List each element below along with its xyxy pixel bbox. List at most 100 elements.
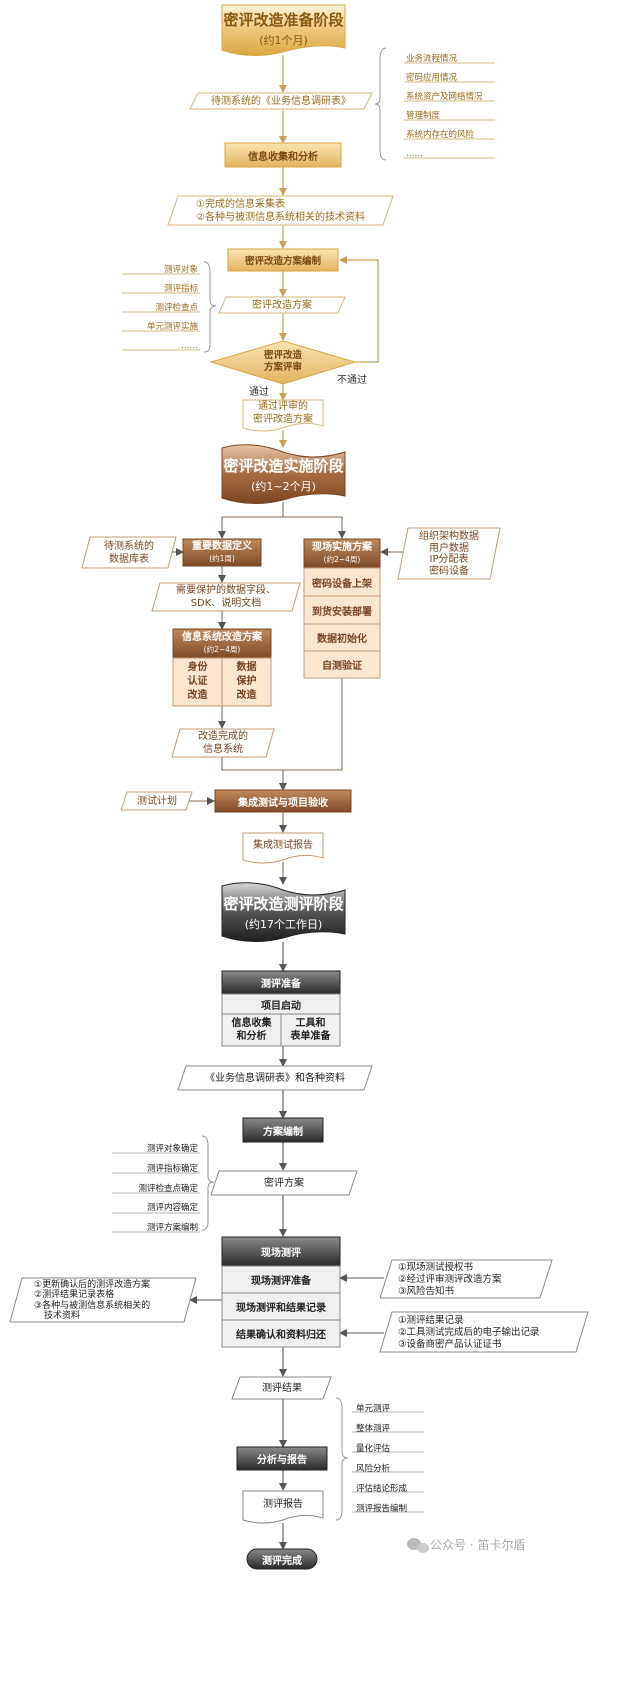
eval-report: 测评报告 [263, 1498, 303, 1510]
site-step: 密码设备上架 [312, 578, 372, 590]
db-doc: 待测系统的 数据库表 [86, 538, 172, 568]
passed-doc-1: 通过评审的 [258, 401, 308, 412]
scheme-doc: 密评方案 [264, 1177, 304, 1189]
phase2-banner [221, 444, 346, 504]
survey-item: 业务流程情况 [406, 54, 458, 64]
site-step: 自测验证 [322, 661, 362, 672]
materials-doc: 《业务信息调研表》和各种资料 [205, 1072, 345, 1084]
plan-box [227, 248, 339, 272]
collect-outputs: ①完成的信息采集表 ②各种与被测信息系统相关的技术资料 [172, 196, 390, 225]
right-in-1-item: ①现场测试授权书 [398, 1261, 474, 1273]
left-out-item: ②测评结果记录表格 [34, 1290, 115, 1300]
analysis-label: 分析与报告 [257, 1455, 307, 1466]
phase3-duration: (约17个工作日) [244, 917, 323, 931]
it-plan-box [172, 628, 272, 659]
info-line: 和分析 [236, 1031, 267, 1042]
test-plan-shape [120, 791, 193, 811]
org-data-item: IP分配表 [429, 554, 469, 565]
site-plan-dur: (约2~4周) [323, 554, 361, 564]
analysis-items: 单元测评 整体测评 量化评估 风险分析 评估结论形成 测评报告编制 [356, 1399, 407, 1519]
scheme-label: 方案编制 [263, 1126, 303, 1138]
done-label: 测评完成 [262, 1555, 302, 1567]
plan-item: …… [181, 341, 198, 351]
onsite-step: 结果确认和资料归还 [236, 1330, 326, 1341]
survey-doc-shape [189, 92, 373, 110]
watermark: 公众号 · 笛卡尔盾 [430, 1538, 526, 1552]
scheme-items: 测评对象确定 测评指标确定 测评检查点确定 测评内容确定 测评方案编制 [112, 1140, 198, 1239]
scheme-box [242, 1117, 324, 1143]
survey-item: 密码应用情况 [406, 73, 458, 83]
review-label: 密评改造 方案评审 [240, 347, 326, 377]
review-label-2: 方案评审 [263, 362, 302, 373]
data-fields-1: 需要保护的数据字段、 [176, 585, 276, 596]
data-def-title: 重要数据定义 [192, 540, 252, 552]
analysis-item: 单元测评 [356, 1404, 391, 1414]
phase2-title-block: 密评改造实施阶段 (约1~2个月) [222, 454, 345, 494]
review-diamond [209, 340, 357, 385]
modified-doc: 改造完成的 信息系统 [176, 729, 270, 757]
phase1-banner [221, 4, 346, 56]
data-fields: 需要保护的数据字段、 SDK、说明文档 [156, 583, 296, 611]
collect-out-1: ①完成的信息采集表 [196, 199, 285, 210]
pass-label: 通过 [249, 387, 269, 398]
review-label-1: 密评改造 [263, 350, 302, 361]
right-in-1-item: ②经过评审测评改造方案 [398, 1273, 502, 1285]
auth-line: 身份 [187, 662, 208, 673]
survey-item: 系统内存在的风险 [406, 130, 475, 140]
left-out-item: 技术资料 [44, 1311, 81, 1321]
integration-box [214, 789, 352, 813]
prot-line: 数据 [236, 662, 257, 673]
data-fields-2: SDK、说明文档 [190, 598, 262, 609]
passed-doc-shape [242, 399, 324, 432]
it-plan-label: 信息系统改造方案 (约2~4周) [173, 629, 271, 658]
left-out-shape [9, 1277, 197, 1323]
survey-doc: 待测系统的《业务信息调研表》 [211, 95, 351, 107]
right-in-2-item: ②工具测试完成后的电子输出记录 [398, 1326, 540, 1338]
db-shape [81, 536, 177, 569]
onsite-step: 现场测评和结果记录 [236, 1303, 326, 1314]
site-plan-title: 现场实施方案 [312, 541, 372, 553]
info-cell: 信息收集 和分析 [222, 1014, 281, 1046]
plan-item: 测评检查点 [155, 303, 198, 313]
materials-shape [177, 1065, 373, 1091]
org-data-shape [397, 527, 501, 580]
collect-out-shape [167, 195, 394, 226]
prot-line: 改造 [236, 690, 257, 701]
phase2-duration: (约1~2个月) [251, 479, 316, 493]
eval-report-shape [242, 1490, 324, 1524]
onsite-label: 现场测评 [261, 1248, 301, 1259]
analysis-item: 整体测评 [356, 1424, 391, 1434]
integration-label: 集成测试与项目验收 [238, 797, 328, 809]
it-plan-dur: (约2~4周) [203, 644, 241, 654]
tools-line: 表单准备 [290, 1031, 331, 1042]
prot-cell: 数据 保护 改造 [222, 658, 271, 706]
analysis-item: 风险分析 [356, 1464, 391, 1474]
kickoff-label: 项目启动 [261, 1000, 301, 1012]
phase2-title: 密评改造实施阶段 [223, 456, 344, 475]
collect-out-2: ②各种与被测信息系统相关的技术资料 [196, 212, 365, 223]
right-in-1-shape [379, 1259, 553, 1299]
scheme-item: 测评内容确定 [146, 1203, 198, 1214]
phase3-banner [221, 882, 346, 942]
modified-2: 信息系统 [203, 744, 243, 755]
tools-line: 工具和 [295, 1018, 326, 1029]
collect-label: 信息收集和分析 [248, 151, 318, 163]
site-step: 到货安装部署 [312, 606, 372, 618]
site-step: 数据初始化 [317, 634, 367, 645]
scheme-item: 测评对象确定 [146, 1144, 198, 1154]
right-in-2-item: ③设备商密产品认证证书 [398, 1338, 502, 1350]
left-out-item: ③各种与被测信息系统相关的 [34, 1300, 151, 1311]
org-data-item: 组织架构数据 [419, 531, 479, 542]
right-in-1: ①现场测试授权书 ②经过评审测评改造方案 ③风险告知书 [388, 1261, 548, 1298]
scheme-item: 测评指标确定 [146, 1163, 198, 1174]
it-plan-title: 信息系统改造方案 [182, 631, 262, 643]
analysis-item: 量化评估 [356, 1444, 391, 1454]
plan-label: 密评改造方案编制 [244, 256, 321, 267]
collect-box [224, 142, 342, 168]
site-plan-label: 现场实施方案 (约2~4周) [304, 539, 380, 568]
plan-items: 测评对象 测评指标 测评检查点 单元测评实施 …… [122, 261, 198, 356]
done-box [246, 1548, 318, 1570]
right-in-1-item: ③风险告知书 [398, 1285, 455, 1297]
int-report: 集成测试报告 [253, 839, 313, 851]
